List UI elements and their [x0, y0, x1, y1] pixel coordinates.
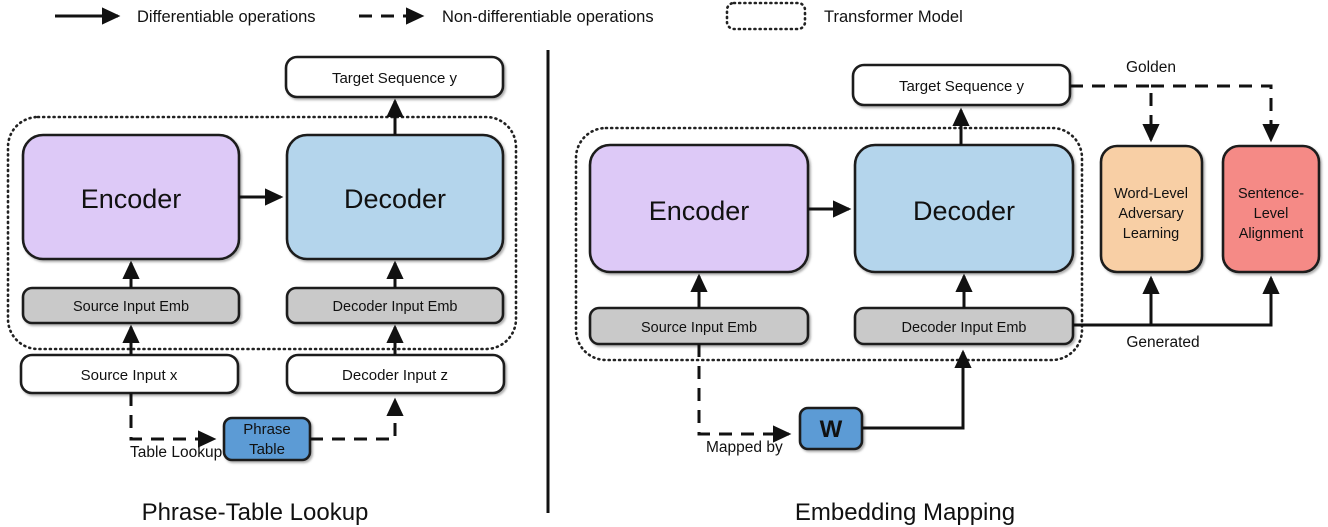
generated-label: Generated	[1126, 334, 1199, 351]
sentence-level-label-line1: Sentence-	[1238, 186, 1304, 202]
table-lookup-label: Table Lookup	[130, 444, 222, 461]
word-level-label-line2: Adversary	[1118, 206, 1184, 222]
right-target-sequence-label: Target Sequence y	[899, 78, 1025, 95]
target-sequence-rect	[284, 55, 505, 99]
legend-label-differentiable: Differentiable operations	[137, 8, 316, 26]
legend-item-transformer-model: Transformer Model	[725, 1, 963, 31]
left-decoder-input-label: Decoder Input z	[342, 367, 448, 384]
left-source-input-emb-label: Source Input Emb	[73, 299, 189, 315]
left-source-input-box: Source Input x	[19, 353, 240, 395]
left-source-input-label: Source Input x	[81, 367, 178, 384]
word-level-label-line3: Learning	[1123, 226, 1179, 242]
decoder-rect	[853, 143, 1075, 274]
left-source-input-emb-box: Source Input Emb	[21, 286, 241, 325]
left-target-sequence-label: Target Sequence y	[332, 70, 458, 87]
word-level-rect	[1099, 144, 1204, 274]
sentence-level-rect	[1221, 144, 1321, 274]
left-encoder-label: Encoder	[81, 184, 182, 214]
left-encoder-box: Encoder	[21, 133, 241, 261]
transformer-model-boundary-left	[6, 115, 518, 351]
sentence-level-label-line2: Level	[1254, 206, 1289, 222]
dotted-rect-icon	[725, 1, 807, 31]
dashed-path-table-lookup	[129, 393, 217, 448]
golden-label: Golden	[1126, 59, 1176, 76]
mapped-by-label: Mapped by	[706, 439, 783, 456]
solid-path-w-to-decoder-emb	[862, 349, 972, 430]
left-panel: Target Sequence y Encoder Decoder Source…	[6, 55, 518, 526]
legend-item-non-differentiable: Non-differentiable operations	[359, 7, 654, 26]
legend-item-differentiable: Differentiable operations	[55, 7, 316, 26]
word-level-adversary-learning-box: Word-Level Adversary Learning	[1099, 144, 1204, 274]
sentence-level-label-line3: Alignment	[1239, 226, 1303, 242]
sentence-level-alignment-box: Sentence- Level Alignment	[1221, 144, 1321, 274]
right-decoder-input-emb-box: Decoder Input Emb	[853, 306, 1075, 346]
left-target-sequence-box: Target Sequence y	[284, 55, 505, 99]
left-decoder-input-emb-box: Decoder Input Emb	[285, 286, 505, 325]
right-target-sequence-box: Target Sequence y	[851, 63, 1072, 107]
dashed-path-phrase-table-to-decoder-input	[310, 397, 404, 441]
dashed-path-mapped-by	[697, 344, 792, 443]
w-matrix-box: W	[798, 406, 864, 451]
phrase-table-label-line1: Phrase	[243, 421, 291, 438]
legend-label-transformer-model: Transformer Model	[824, 8, 963, 26]
left-decoder-box: Decoder	[285, 133, 505, 261]
right-decoder-box: Decoder	[853, 143, 1075, 274]
solid-path-generated-to-sentence-level	[1151, 275, 1280, 327]
transformer-model-boundary-right	[574, 126, 1084, 362]
word-level-label-line1: Word-Level	[1114, 186, 1188, 202]
right-decoder-input-emb-label: Decoder Input Emb	[902, 320, 1027, 336]
right-source-input-emb-box: Source Input Emb	[588, 306, 810, 346]
dashed-path-golden-to-sentence-level	[1151, 84, 1280, 143]
left-decoder-input-emb-label: Decoder Input Emb	[333, 299, 458, 315]
right-panel: Target Sequence y Encoder Decoder Source…	[574, 59, 1321, 526]
right-panel-caption: Embedding Mapping	[795, 499, 1015, 526]
left-decoder-input-box: Decoder Input z	[285, 353, 506, 395]
right-source-input-emb-label: Source Input Emb	[641, 320, 757, 336]
phrase-table-label-line2: Table	[249, 441, 285, 458]
right-decoder-label: Decoder	[913, 196, 1015, 226]
w-matrix-label: W	[820, 416, 843, 443]
left-decoder-label: Decoder	[344, 184, 446, 214]
solid-path-generated-to-word-level	[1073, 275, 1160, 327]
dashed-path-golden-to-word-level	[1070, 84, 1160, 143]
left-phrase-table-box: Phrase Table	[222, 416, 312, 462]
left-panel-caption: Phrase-Table Lookup	[142, 499, 369, 526]
legend-label-non-differentiable: Non-differentiable operations	[442, 8, 654, 26]
right-encoder-box: Encoder	[588, 143, 810, 274]
legend: Differentiable operations Non-differenti…	[55, 1, 963, 31]
right-encoder-label: Encoder	[649, 196, 750, 226]
